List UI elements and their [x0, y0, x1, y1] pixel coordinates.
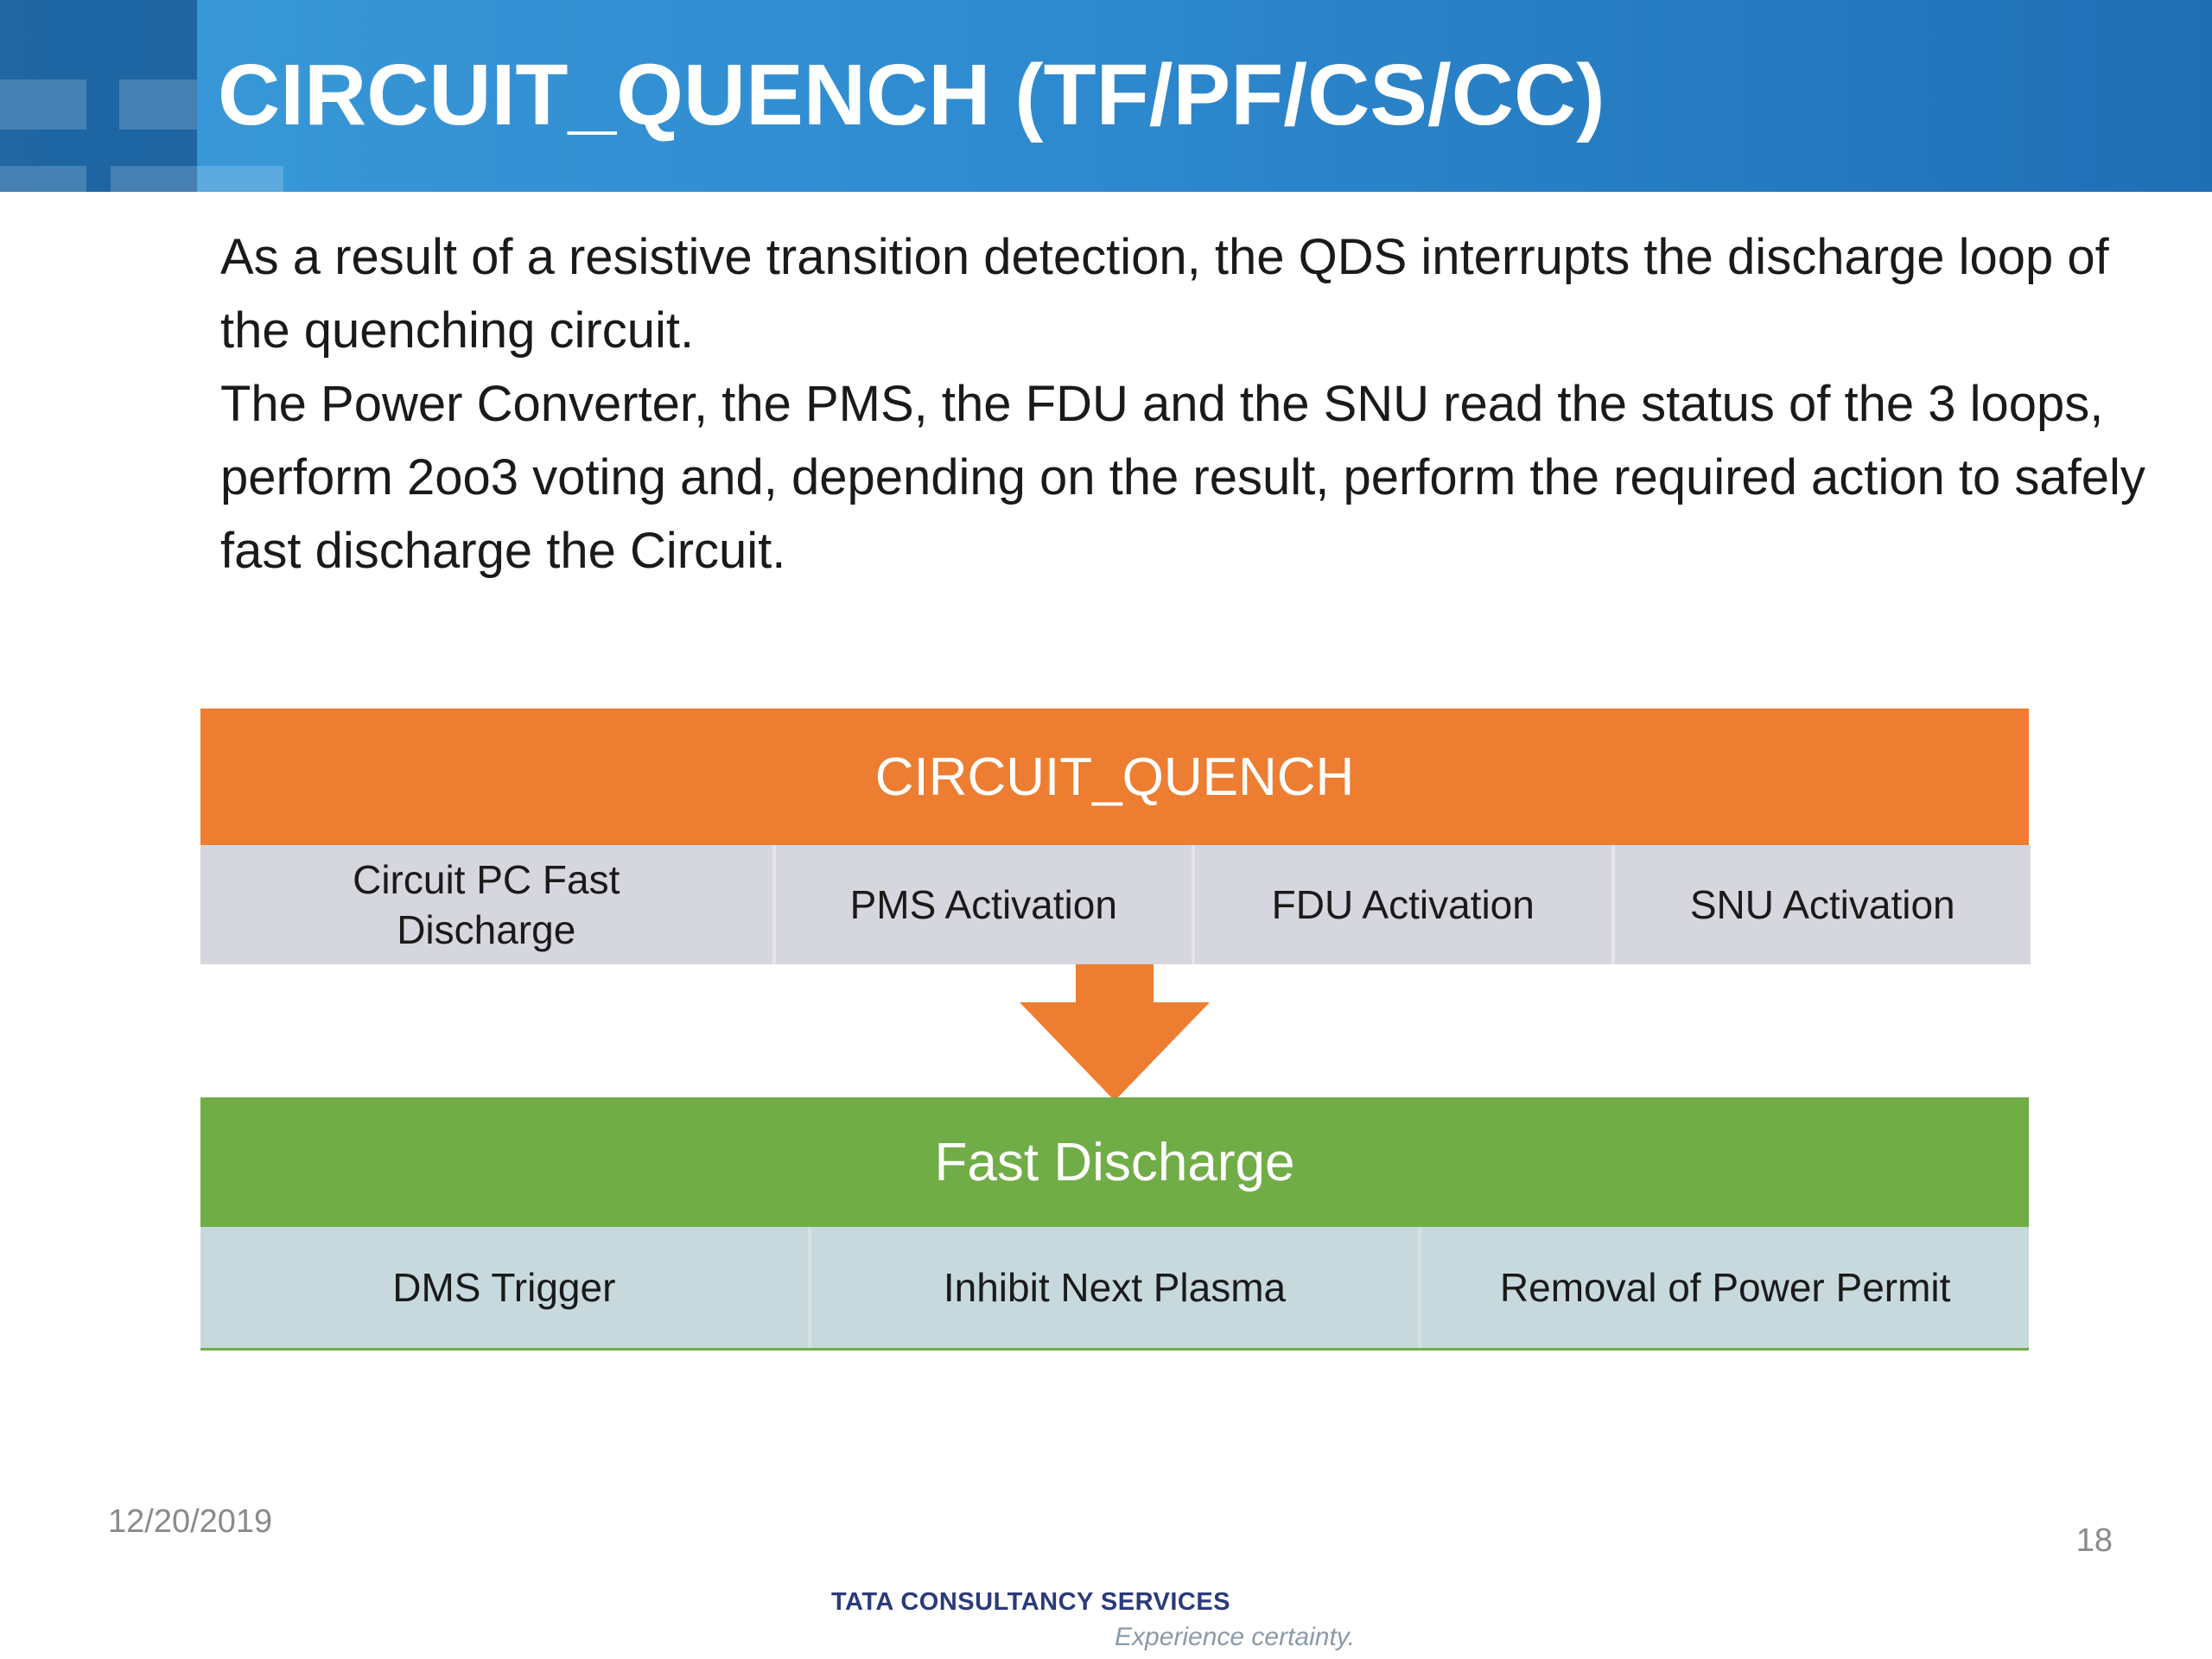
action-cell-snu-activation: SNU Activation	[1614, 845, 2031, 964]
slide-title: CIRCUIT_QUENCH (TF/PF/CS/CC)	[218, 47, 1605, 143]
action-cell-fdu-activation: FDU Activation	[1195, 845, 1615, 964]
slide-header: CIRCUIT_QUENCH (TF/PF/CS/CC)	[0, 0, 2212, 192]
header-decoration	[0, 79, 86, 130]
header-decoration	[111, 166, 283, 192]
header-decoration	[0, 166, 86, 192]
action-cell-pms-activation: PMS Activation	[775, 845, 1195, 964]
action-cell-dms-trigger: DMS Trigger	[200, 1227, 811, 1348]
body-paragraph: The Power Converter, the PMS, the FDU an…	[220, 376, 2145, 579]
down-arrow-icon	[1020, 964, 1210, 1101]
action-cell-inhibit-next-plasma: Inhibit Next Plasma	[810, 1227, 1422, 1348]
fast-discharge-actions: DMS Trigger Inhibit Next Plasma Removal …	[200, 1227, 2030, 1351]
body-text: As a result of a resistive transition de…	[220, 220, 2164, 588]
page-number: 18	[2075, 1522, 2113, 1559]
header-decoration	[119, 79, 197, 130]
circuit-quench-actions: Circuit PC Fast Discharge PMS Activation…	[200, 845, 2031, 964]
logo-text: TATA CONSULTANCY SERVICES	[831, 1588, 1231, 1616]
action-cell-circuit-pc-fast-discharge: Circuit PC Fast Discharge	[200, 845, 776, 964]
company-logo: TATA CONSULTANCY SERVICES Experience cer…	[831, 1588, 1393, 1656]
header-decoration	[0, 0, 197, 192]
footer-date: 12/20/2019	[108, 1503, 273, 1540]
action-cell-removal-of-power-permit: Removal of Power Permit	[1421, 1227, 2030, 1348]
circuit-quench-bar: CIRCUIT_QUENCH	[200, 709, 2029, 845]
fast-discharge-bar: Fast Discharge	[200, 1097, 2029, 1227]
body-paragraph: As a result of a resistive transition de…	[220, 229, 2109, 359]
logo-tagline: Experience certainty.	[1115, 1623, 1355, 1651]
